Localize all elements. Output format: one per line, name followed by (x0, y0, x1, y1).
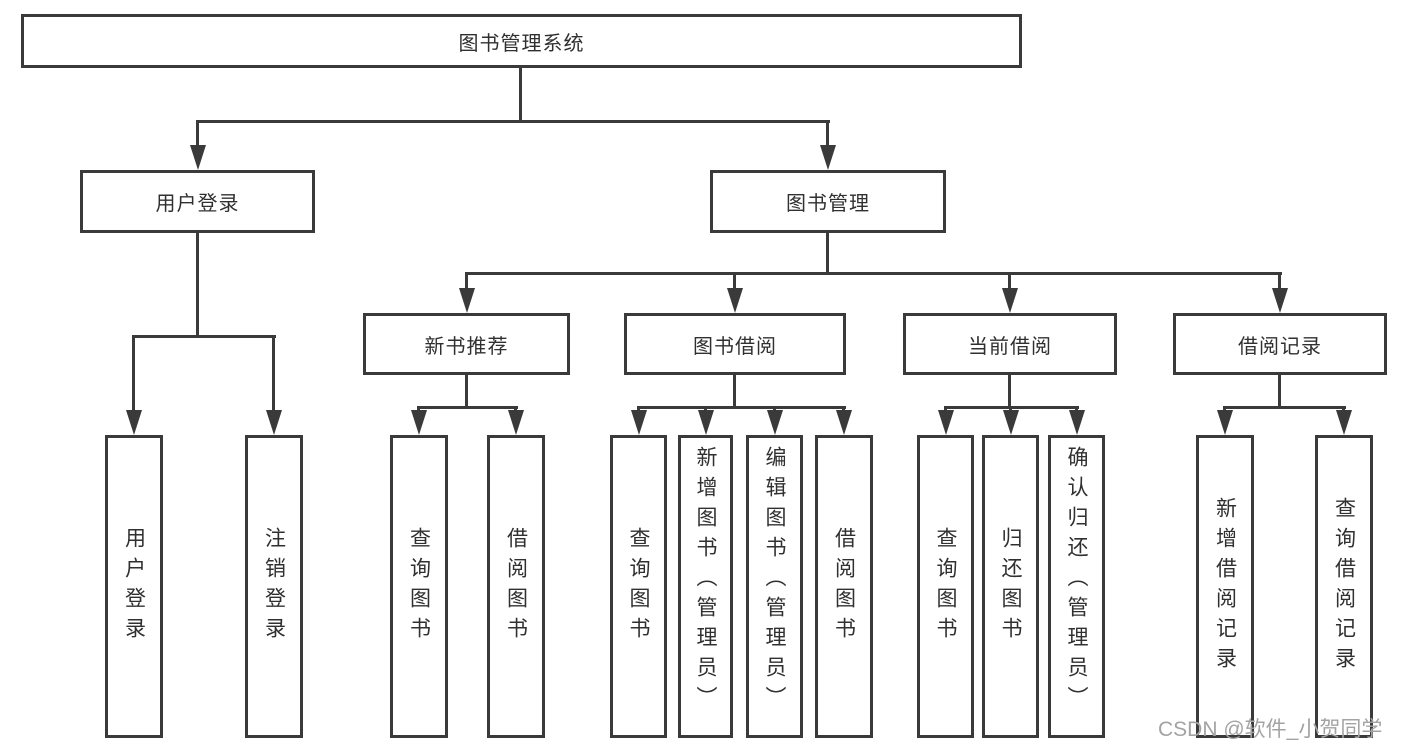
leaf-user-login: 用户登录 (105, 435, 163, 738)
connector-line (196, 120, 199, 148)
node-root-system: 图书管理系统 (21, 14, 1022, 68)
node-user-login: 用户登录 (80, 170, 315, 233)
arrowhead-down (459, 288, 475, 313)
leaf-current-return-books: 归还图书 (982, 435, 1039, 738)
csdn-watermark: CSDN @软件_小贺同学 (1158, 718, 1383, 741)
arrowhead-down (836, 410, 852, 435)
leaf-current-confirm-return-admin: 确认归还（管理员） (1048, 435, 1105, 738)
arrowhead-down (190, 145, 206, 170)
arrowhead-down (1069, 410, 1085, 435)
connector-line (1008, 375, 1011, 408)
connector-line (465, 272, 468, 291)
connector-line (417, 406, 518, 409)
arrowhead-down (767, 410, 783, 435)
arrowhead-down (1217, 410, 1233, 435)
connector-line (196, 233, 199, 337)
leaf-records-add-record: 新增借阅记录 (1196, 435, 1254, 738)
node-book-management: 图书管理 (710, 170, 946, 233)
arrowhead-down (727, 288, 743, 313)
node-new-book-recommend: 新书推荐 (363, 313, 570, 375)
connector-line (132, 335, 276, 338)
connector-line (733, 272, 736, 291)
connector-line (196, 120, 830, 123)
node-borrowing-records: 借阅记录 (1173, 313, 1387, 375)
connector-line (519, 67, 522, 122)
arrowhead-down (508, 410, 524, 435)
arrowhead-down (938, 410, 954, 435)
leaf-borrowing-add-books-admin: 新增图书（管理员） (678, 435, 733, 738)
node-book-borrowing: 图书借阅 (624, 313, 846, 375)
connector-line (132, 335, 135, 413)
leaf-borrowing-edit-books-admin: 编辑图书（管理员） (746, 435, 803, 738)
connector-line (733, 375, 736, 408)
arrowhead-down (411, 410, 427, 435)
connector-line (826, 120, 829, 148)
leaf-current-query-books: 查询图书 (917, 435, 974, 738)
connector-line (637, 406, 846, 409)
connector-line (1278, 375, 1281, 408)
arrowhead-down (698, 410, 714, 435)
arrowhead-down (126, 410, 142, 435)
connector-line (1278, 272, 1281, 291)
arrowhead-down (1003, 410, 1019, 435)
arrowhead-down (1272, 288, 1288, 313)
arrowhead-down (266, 410, 282, 435)
arrowhead-down (1002, 288, 1018, 313)
node-current-borrowing: 当前借阅 (903, 313, 1117, 375)
connector-line (826, 233, 829, 274)
leaf-recommend-query-books: 查询图书 (390, 435, 448, 738)
arrowhead-down (631, 410, 647, 435)
connector-line (465, 375, 468, 408)
arrowhead-down (820, 145, 836, 170)
connector-line (1008, 272, 1011, 291)
arrowhead-down (1336, 410, 1352, 435)
leaf-records-query-record: 查询借阅记录 (1315, 435, 1373, 738)
connector-line (1223, 406, 1346, 409)
leaf-recommend-borrow-books: 借阅图书 (487, 435, 545, 738)
leaf-borrowing-borrow-books: 借阅图书 (815, 435, 873, 738)
connector-line (465, 272, 1282, 275)
leaf-logout: 注销登录 (245, 435, 303, 738)
connector-line (272, 335, 275, 413)
leaf-borrowing-query-books: 查询图书 (610, 435, 667, 738)
